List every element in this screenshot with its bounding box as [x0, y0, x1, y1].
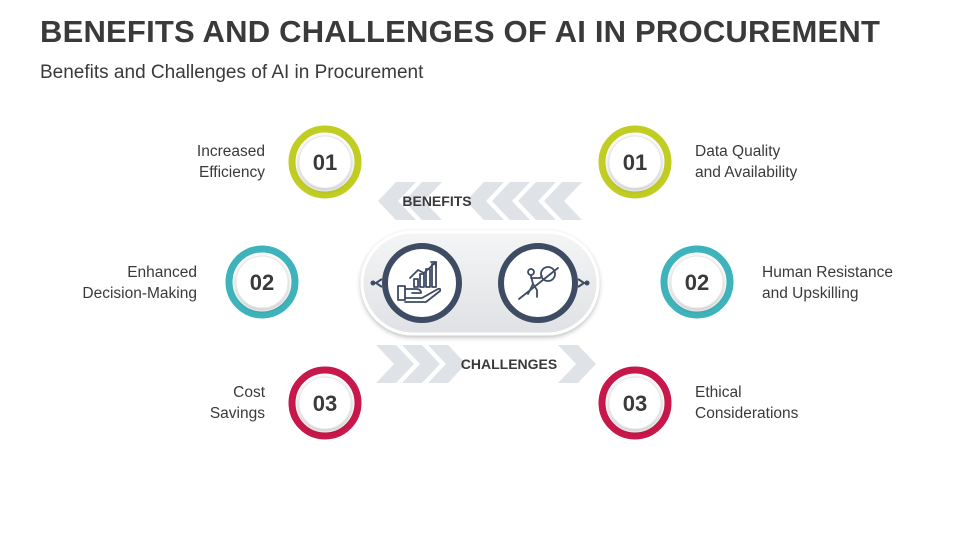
challenges-icon-circle	[498, 243, 590, 323]
benefit-number-3: 03	[313, 391, 337, 416]
challenge-number-3: 03	[623, 391, 647, 416]
benefit-label-3-line2: Savings	[209, 405, 265, 422]
benefits-chevron-band	[378, 182, 582, 220]
challenges-label: CHALLENGES	[461, 356, 557, 372]
challenge-label-2-line2: and Upskilling	[762, 285, 859, 302]
benefit-number-1: 01	[313, 150, 337, 175]
benefit-label-2-line1: Enhanced	[127, 264, 197, 281]
benefit-circle-1: 01	[288, 125, 362, 199]
growth-chart-hand-icon	[397, 261, 442, 303]
benefit-label-2: Enhanced Decision-Making	[82, 262, 197, 304]
benefits-icon-circle	[370, 243, 462, 323]
challenge-circle-2: 02	[660, 245, 734, 319]
benefit-circle-3: 03	[288, 366, 362, 440]
challenge-label-3: Ethical Considerations	[695, 382, 798, 424]
benefit-number-2: 02	[250, 270, 274, 295]
challenge-label-1-line1: Data Quality	[695, 143, 781, 160]
challenge-label-3-line1: Ethical	[695, 384, 742, 401]
challenges-chevron-band	[376, 345, 596, 383]
page-subtitle: Benefits and Challenges of AI in Procure…	[40, 62, 424, 83]
challenge-label-1-line2: and Availability	[695, 164, 798, 181]
person-pushing-boulder-icon	[518, 266, 559, 300]
benefit-label-1: Increased Efficiency	[197, 141, 265, 183]
benefit-label-1-line1: Increased	[196, 143, 265, 160]
benefit-label-2-line2: Decision-Making	[82, 285, 197, 302]
challenge-circle-1: 01	[598, 125, 672, 199]
challenge-label-2: Human Resistance and Upskilling	[762, 262, 893, 304]
challenge-label-2-line1: Human Resistance	[762, 264, 893, 281]
benefit-label-3: Cost Savings	[210, 382, 265, 424]
benefit-label-1-line2: Efficiency	[198, 164, 265, 181]
challenge-label-3-line2: Considerations	[695, 405, 799, 422]
challenge-label-1: Data Quality and Availability	[695, 141, 797, 183]
benefit-circle-2: 02	[225, 245, 299, 319]
challenge-number-2: 02	[685, 270, 709, 295]
benefit-label-3-line1: Cost	[233, 384, 265, 401]
challenge-circle-3: 03	[598, 366, 672, 440]
challenge-number-1: 01	[623, 150, 647, 175]
page-title: BENEFITS AND CHALLENGES OF AI IN PROCURE…	[40, 14, 881, 49]
benefits-label: BENEFITS	[402, 193, 471, 209]
